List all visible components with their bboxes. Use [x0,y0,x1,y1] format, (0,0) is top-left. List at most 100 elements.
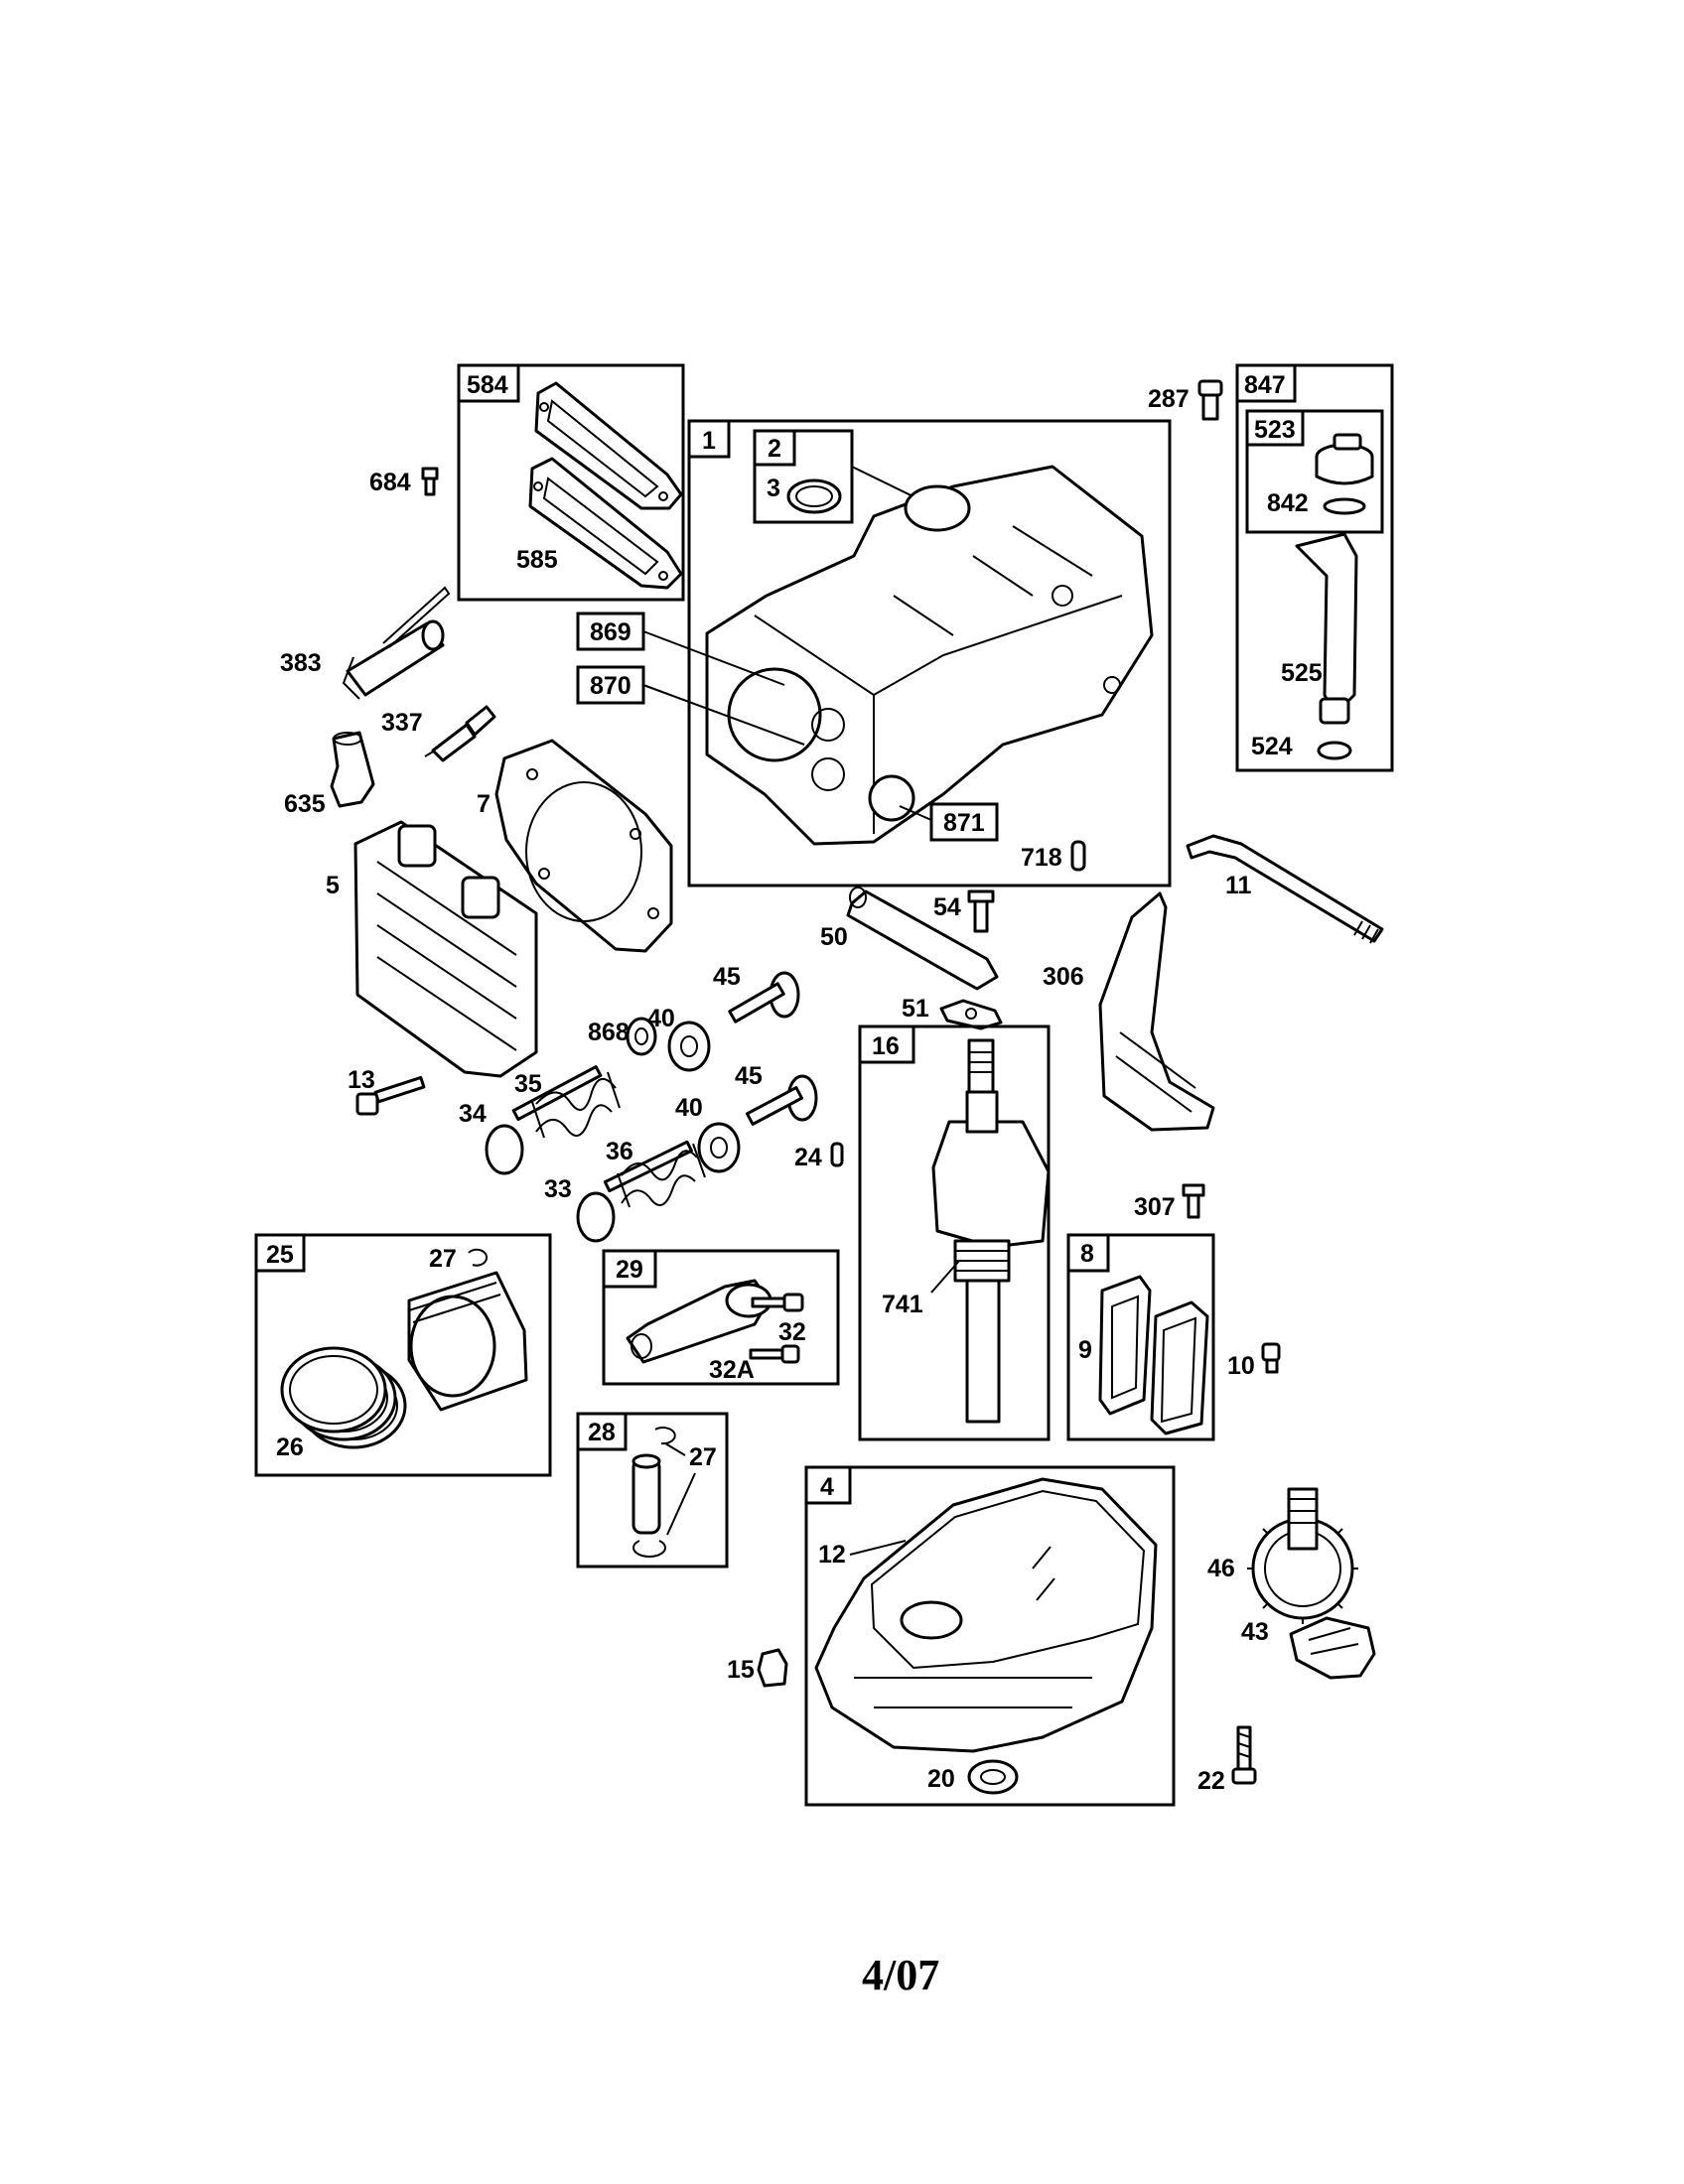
ref-24: 24 [794,1144,822,1171]
ref-16: 16 [872,1032,900,1060]
ref-842: 842 [1267,489,1309,517]
ref-50: 50 [820,923,848,951]
ref-46: 46 [1207,1555,1235,1582]
bolt-13 [355,1075,426,1116]
group-1: 1 2 3 869 870 871 718 [576,419,1172,887]
ref-868: 868 [588,1019,630,1046]
ref-7: 7 [477,790,491,818]
o-ring-524 [1317,741,1352,760]
tube-50 [846,887,999,991]
cam-gear-46 [1247,1487,1358,1624]
gasket-51 [939,999,1003,1030]
piston-pin [632,1453,661,1535]
group-28: 28 27 [576,1412,729,1569]
ref-27a: 27 [429,1245,457,1273]
ref-28: 28 [588,1419,616,1446]
gasket-584-upper [534,381,683,510]
ref-32: 32 [778,1318,806,1346]
clip-27-top [654,1427,676,1445]
ref-307: 307 [1134,1193,1176,1221]
spark-plug-337 [424,705,496,762]
dipstick-cap-523 [1315,433,1374,485]
screw-684 [421,467,439,496]
bolt-32 [751,1293,804,1312]
screw-10 [1261,1342,1281,1374]
seal-20 [967,1759,1019,1795]
valve-45-upper [728,971,800,1024]
group-847: 847 523 842 525 524 [1235,363,1394,772]
ref-20: 20 [927,1765,955,1793]
ref-40b: 40 [675,1094,703,1122]
valve-34 [485,1065,603,1175]
group-16: 16 741 [858,1024,1051,1441]
group-25: 25 27 26 [254,1233,552,1477]
ref-25: 25 [266,1241,294,1269]
ref-525: 525 [1281,659,1323,687]
ref-26: 26 [276,1433,304,1461]
ref-32A: 32A [709,1356,755,1384]
air-guide-306 [1098,891,1215,1132]
ref-33: 33 [544,1175,572,1203]
ref-684: 684 [369,469,411,496]
ref-306: 306 [1043,963,1084,991]
ref-4: 4 [820,1473,834,1501]
rod-11 [1186,834,1384,944]
o-ring-842 [1323,497,1366,515]
ref-11: 11 [1225,872,1252,899]
block-casting [705,465,1154,846]
ref-29: 29 [616,1256,643,1284]
ref-36: 36 [606,1138,633,1165]
ref-8: 8 [1080,1240,1094,1268]
cylinder-head-5 [353,820,538,1078]
ref-43: 43 [1241,1618,1269,1646]
valve-seal-40-upper [667,1021,711,1072]
ref-383: 383 [280,649,322,677]
connecting-rod [626,1279,772,1364]
dipstick-tube-525 [1295,532,1358,725]
screw-54 [967,889,995,933]
plug-15 [757,1648,788,1688]
group-4: 4 12 20 [804,1465,1176,1807]
head-gasket-7 [494,739,673,953]
ref-15: 15 [727,1656,755,1684]
screw-307 [1182,1183,1205,1219]
breather-cover [1150,1300,1209,1435]
ref-34: 34 [459,1100,487,1128]
ref-523: 523 [1254,416,1296,444]
ref-337: 337 [381,709,423,737]
group-29: 29 32 32A [602,1249,840,1386]
ref-287: 287 [1148,385,1190,413]
ref-635: 635 [284,790,326,818]
spring-36 [617,1143,706,1208]
ref-10: 10 [1227,1352,1255,1380]
dowel-24 [830,1142,844,1167]
screw-287 [1197,379,1223,421]
ref-847: 847 [1244,371,1286,399]
piston [407,1271,528,1412]
governor-43 [1289,1616,1376,1680]
sump-casting [814,1477,1158,1753]
bolt-32A [749,1344,800,1364]
crankshaft-741 [931,1038,1051,1424]
ref-35: 35 [514,1070,542,1098]
ref-584: 584 [467,371,508,399]
ref-27b: 27 [689,1443,717,1471]
plug-boot-635 [330,731,375,808]
clip-27-bottom [632,1540,666,1559]
ref-2: 2 [768,435,781,463]
ref-741: 741 [882,1291,923,1318]
tool-383 [342,586,451,700]
valve-seal-40-lower [697,1122,741,1173]
ref-869: 869 [590,618,632,646]
ref-45b: 45 [735,1062,763,1090]
clip-27 [468,1248,489,1267]
ref-3: 3 [767,475,780,502]
ref-585: 585 [516,546,558,574]
ref-9: 9 [1078,1336,1092,1364]
ref-54: 54 [933,893,961,921]
ref-524: 524 [1251,733,1293,760]
ref-13: 13 [348,1066,375,1094]
ref-45a: 45 [713,963,741,991]
page-code: 4/07 [862,1951,939,1999]
